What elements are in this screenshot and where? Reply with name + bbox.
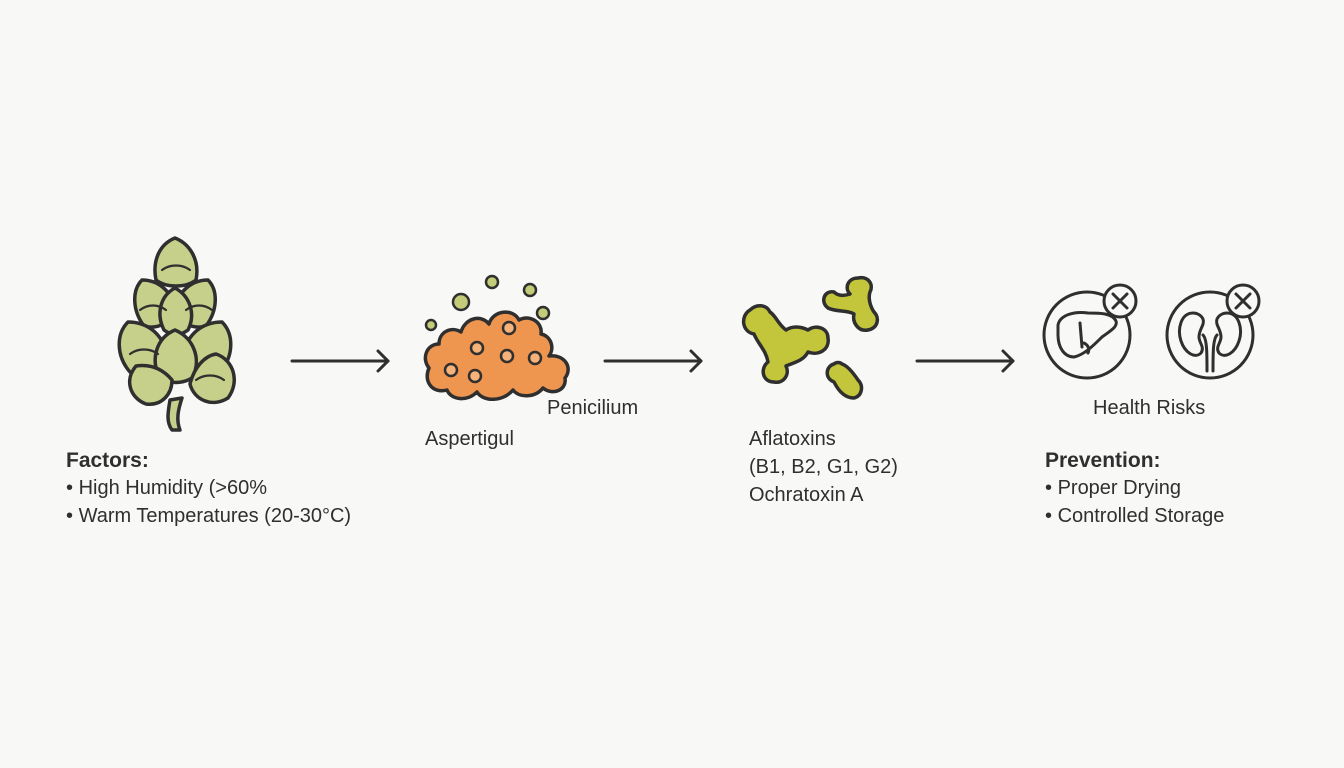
mold-colony-icon [423,274,570,401]
arrow-right-icon [290,349,390,373]
mycotoxin-molecule-icon [741,275,880,400]
factor-item-temperature: Warm Temperatures (20-30°C) [66,502,352,530]
factors-heading: Factors: [66,449,149,472]
factor-item-humidity: High Humidity (>60% [66,474,267,502]
prevention-item-drying: Proper Drying [1045,474,1181,502]
toxin-line-aflatoxins: Aflatoxins [749,428,836,450]
arrow-right-icon [603,349,703,373]
kidney-warning-icon [1165,283,1261,380]
fungus-label-aspertigul: Aspertigul [425,428,514,450]
toxin-line-subtypes: (B1, B2, G1, G2) [749,456,898,478]
hop-cone-icon [117,236,236,432]
prevention-heading: Prevention: [1045,449,1161,472]
fungus-label-penicilium: Penicilium [547,397,639,419]
liver-warning-icon [1042,283,1138,380]
toxin-line-ochratoxin: Ochratoxin A [749,484,864,506]
prevention-item-storage: Controlled Storage [1045,502,1225,530]
arrow-right-icon [915,349,1015,373]
health-risks-label: Health Risks [1093,397,1206,419]
